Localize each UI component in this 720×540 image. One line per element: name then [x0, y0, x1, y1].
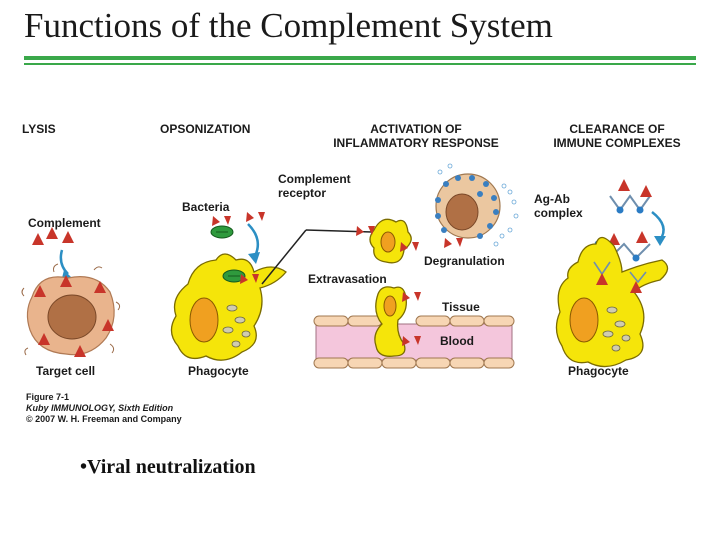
label-phagocyte-right: Phagocyte [568, 364, 629, 378]
lysis-arrow [59, 249, 69, 275]
heading-clearance-line1: CLEARANCE OF [569, 122, 665, 136]
phagocyte-left-nucleus [189, 297, 219, 343]
label-extravasation: Extravasation [308, 272, 387, 286]
title-divider-thin [24, 63, 696, 65]
opsonization-panel [170, 212, 307, 361]
label-agab-line1: Ag-Ab [534, 192, 570, 206]
figure-caption-copyright: © 2007 W. H. Freeman and Company [26, 414, 182, 424]
target-cell-nucleus [47, 294, 97, 340]
phagocyte-left-granules [222, 304, 251, 348]
figure-artwork [21, 163, 669, 369]
title-divider-thick [24, 56, 696, 60]
figure-caption-source: Kuby IMMUNOLOGY, Sixth Edition [26, 403, 174, 413]
slide-title: Functions of the Complement System [24, 6, 553, 45]
clearance-arrow [651, 211, 665, 241]
label-tissue: Tissue [442, 300, 480, 314]
phagocyte-right-nucleus [569, 297, 599, 343]
complement-functions-figure: LYSIS OPSONIZATION ACTIVATION OF INFLAMM… [10, 112, 710, 440]
heading-lysis: LYSIS [22, 122, 56, 136]
receptor-pointer [261, 229, 307, 285]
heading-opsonization: OPSONIZATION [160, 122, 251, 136]
inflammatory-panel [305, 163, 519, 369]
lysis-panel [21, 227, 121, 357]
figure-caption-number: Figure 7-1 [26, 392, 70, 402]
label-complement: Complement [28, 216, 101, 230]
figure-caption: Figure 7-1 Kuby IMMUNOLOGY, Sixth Editio… [26, 392, 182, 425]
label-bacteria: Bacteria [182, 200, 230, 214]
label-agab-complex: Ag-Ab complex [534, 192, 583, 220]
label-agab-line2: complex [534, 206, 583, 220]
heading-clearance-line2: IMMUNE COMPLEXES [553, 136, 681, 150]
bullet-viral-neutralization: •Viral neutralization [80, 456, 256, 478]
blood-vessel [313, 315, 515, 369]
endothelium-bottom [313, 357, 515, 369]
label-complement-receptor: Complement receptor [278, 172, 351, 200]
label-complement-receptor-line2: receptor [278, 186, 327, 200]
label-degranulation: Degranulation [424, 254, 505, 268]
phagocyte-right-granules [602, 306, 631, 352]
heading-inflammatory-line1: ACTIVATION OF [370, 122, 462, 136]
label-phagocyte-left: Phagocyte [188, 364, 249, 378]
label-complement-receptor-line1: Complement [278, 172, 351, 186]
membrane-debris [21, 263, 121, 356]
label-target-cell: Target cell [36, 364, 96, 378]
clearance-panel [555, 179, 669, 368]
heading-inflammatory-line2: INFLAMMATORY RESPONSE [333, 136, 499, 150]
endothelium-top [313, 315, 515, 327]
heading-inflammatory: ACTIVATION OF INFLAMMATORY RESPONSE [316, 122, 516, 150]
bacteria-group [210, 212, 265, 239]
label-blood: Blood [440, 334, 474, 348]
mast-cell [435, 163, 519, 248]
heading-clearance: CLEARANCE OF IMMUNE COMPLEXES [542, 122, 692, 150]
